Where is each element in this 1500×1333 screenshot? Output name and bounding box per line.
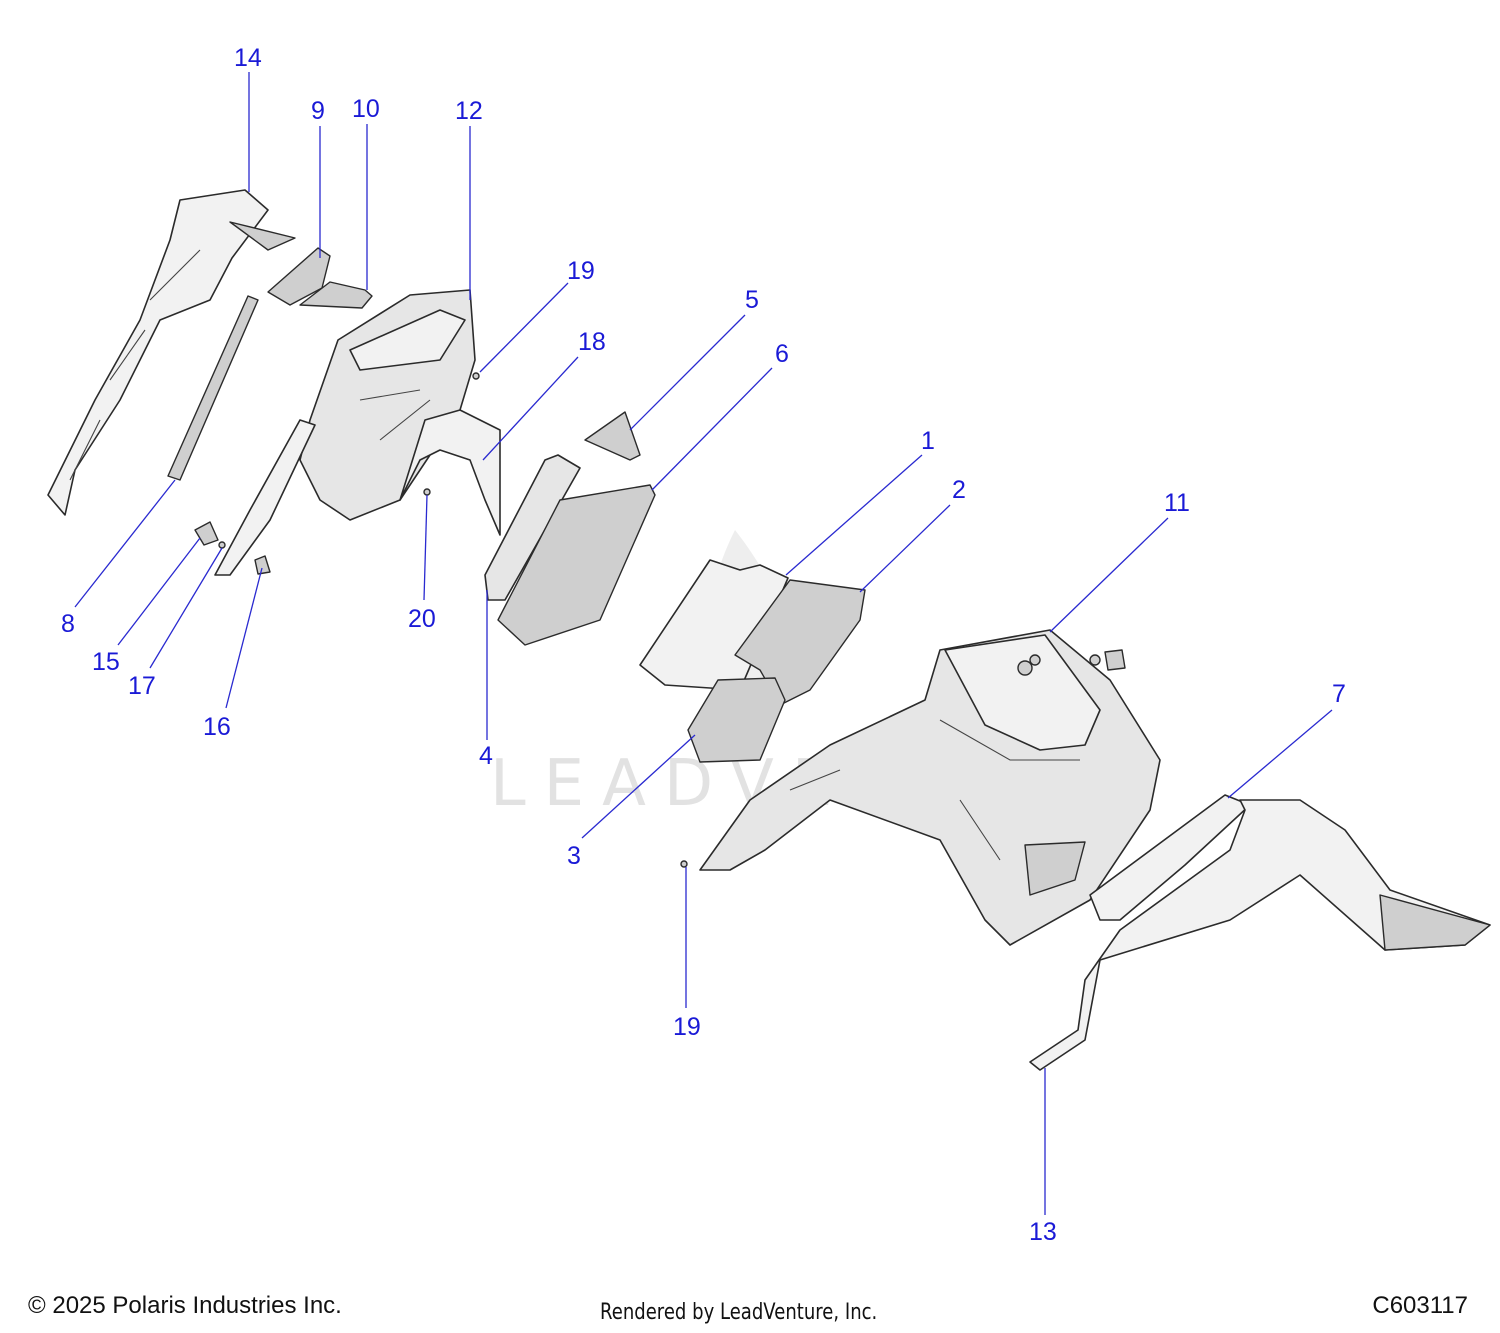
callout-2[interactable]: 2 (952, 476, 966, 504)
callout-9[interactable]: 9 (311, 97, 325, 125)
callout-15[interactable]: 15 (92, 648, 120, 676)
callout-6[interactable]: 6 (775, 340, 789, 368)
callout-17[interactable]: 17 (128, 672, 156, 700)
rendered-by-text: Rendered by LeadVenture, Inc. (600, 1300, 878, 1325)
part-10-pad[interactable] (299, 281, 373, 309)
part-9-pad[interactable] (267, 247, 331, 306)
callout-16[interactable]: 16 (203, 713, 231, 741)
callout-7[interactable]: 7 (1332, 680, 1346, 708)
part-4-strip-panel[interactable] (484, 454, 581, 601)
part-14-side-trim[interactable] (47, 189, 296, 516)
callout-4[interactable]: 4 (479, 742, 493, 770)
callout-20[interactable]: 20 (408, 605, 436, 633)
fastener-grommet[interactable] (1089, 649, 1126, 671)
callout-11[interactable]: 11 (1164, 489, 1190, 517)
callout-1[interactable]: 1 (921, 427, 935, 455)
part-5-triangle-pad[interactable] (584, 411, 641, 461)
leader-lines (74, 72, 1333, 1215)
copyright-text: © 2025 Polaris Industries Inc. (28, 1292, 342, 1319)
part-7-pad[interactable] (1089, 794, 1251, 921)
callout-10[interactable]: 10 (352, 95, 380, 123)
diagram-code: C603117 (1372, 1292, 1468, 1319)
callout-labels: 14 9 10 12 19 18 5 6 1 2 11 7 8 15 17 16… (61, 44, 1346, 1246)
part-13-side-trim[interactable] (1029, 799, 1491, 1071)
fastener-19-lower[interactable] (680, 860, 688, 868)
part-8-strip[interactable] (167, 295, 259, 481)
callout-5[interactable]: 5 (745, 286, 759, 314)
callout-3[interactable]: 3 (567, 842, 581, 870)
part-2-pad[interactable] (734, 579, 866, 706)
callout-19-lower[interactable]: 19 (673, 1013, 701, 1041)
part-11-tub[interactable] (699, 629, 1161, 946)
callout-12[interactable]: 12 (455, 97, 483, 125)
callout-13[interactable]: 13 (1029, 1218, 1057, 1246)
fastener-15[interactable] (194, 521, 219, 546)
fastener-19-upper[interactable] (472, 372, 480, 380)
callout-19-upper[interactable]: 19 (567, 257, 595, 285)
fastener-17[interactable] (218, 541, 226, 549)
part-18-inner-panel[interactable] (399, 409, 501, 536)
fastener-16[interactable] (254, 555, 271, 575)
part-6-large-pad[interactable] (497, 484, 656, 646)
callout-8[interactable]: 8 (61, 610, 75, 638)
callout-18[interactable]: 18 (578, 328, 606, 356)
fastener-20[interactable] (423, 488, 431, 496)
part-12-door-frame[interactable] (214, 289, 476, 576)
part-3-pad[interactable] (687, 677, 786, 763)
callout-14[interactable]: 14 (234, 44, 262, 72)
